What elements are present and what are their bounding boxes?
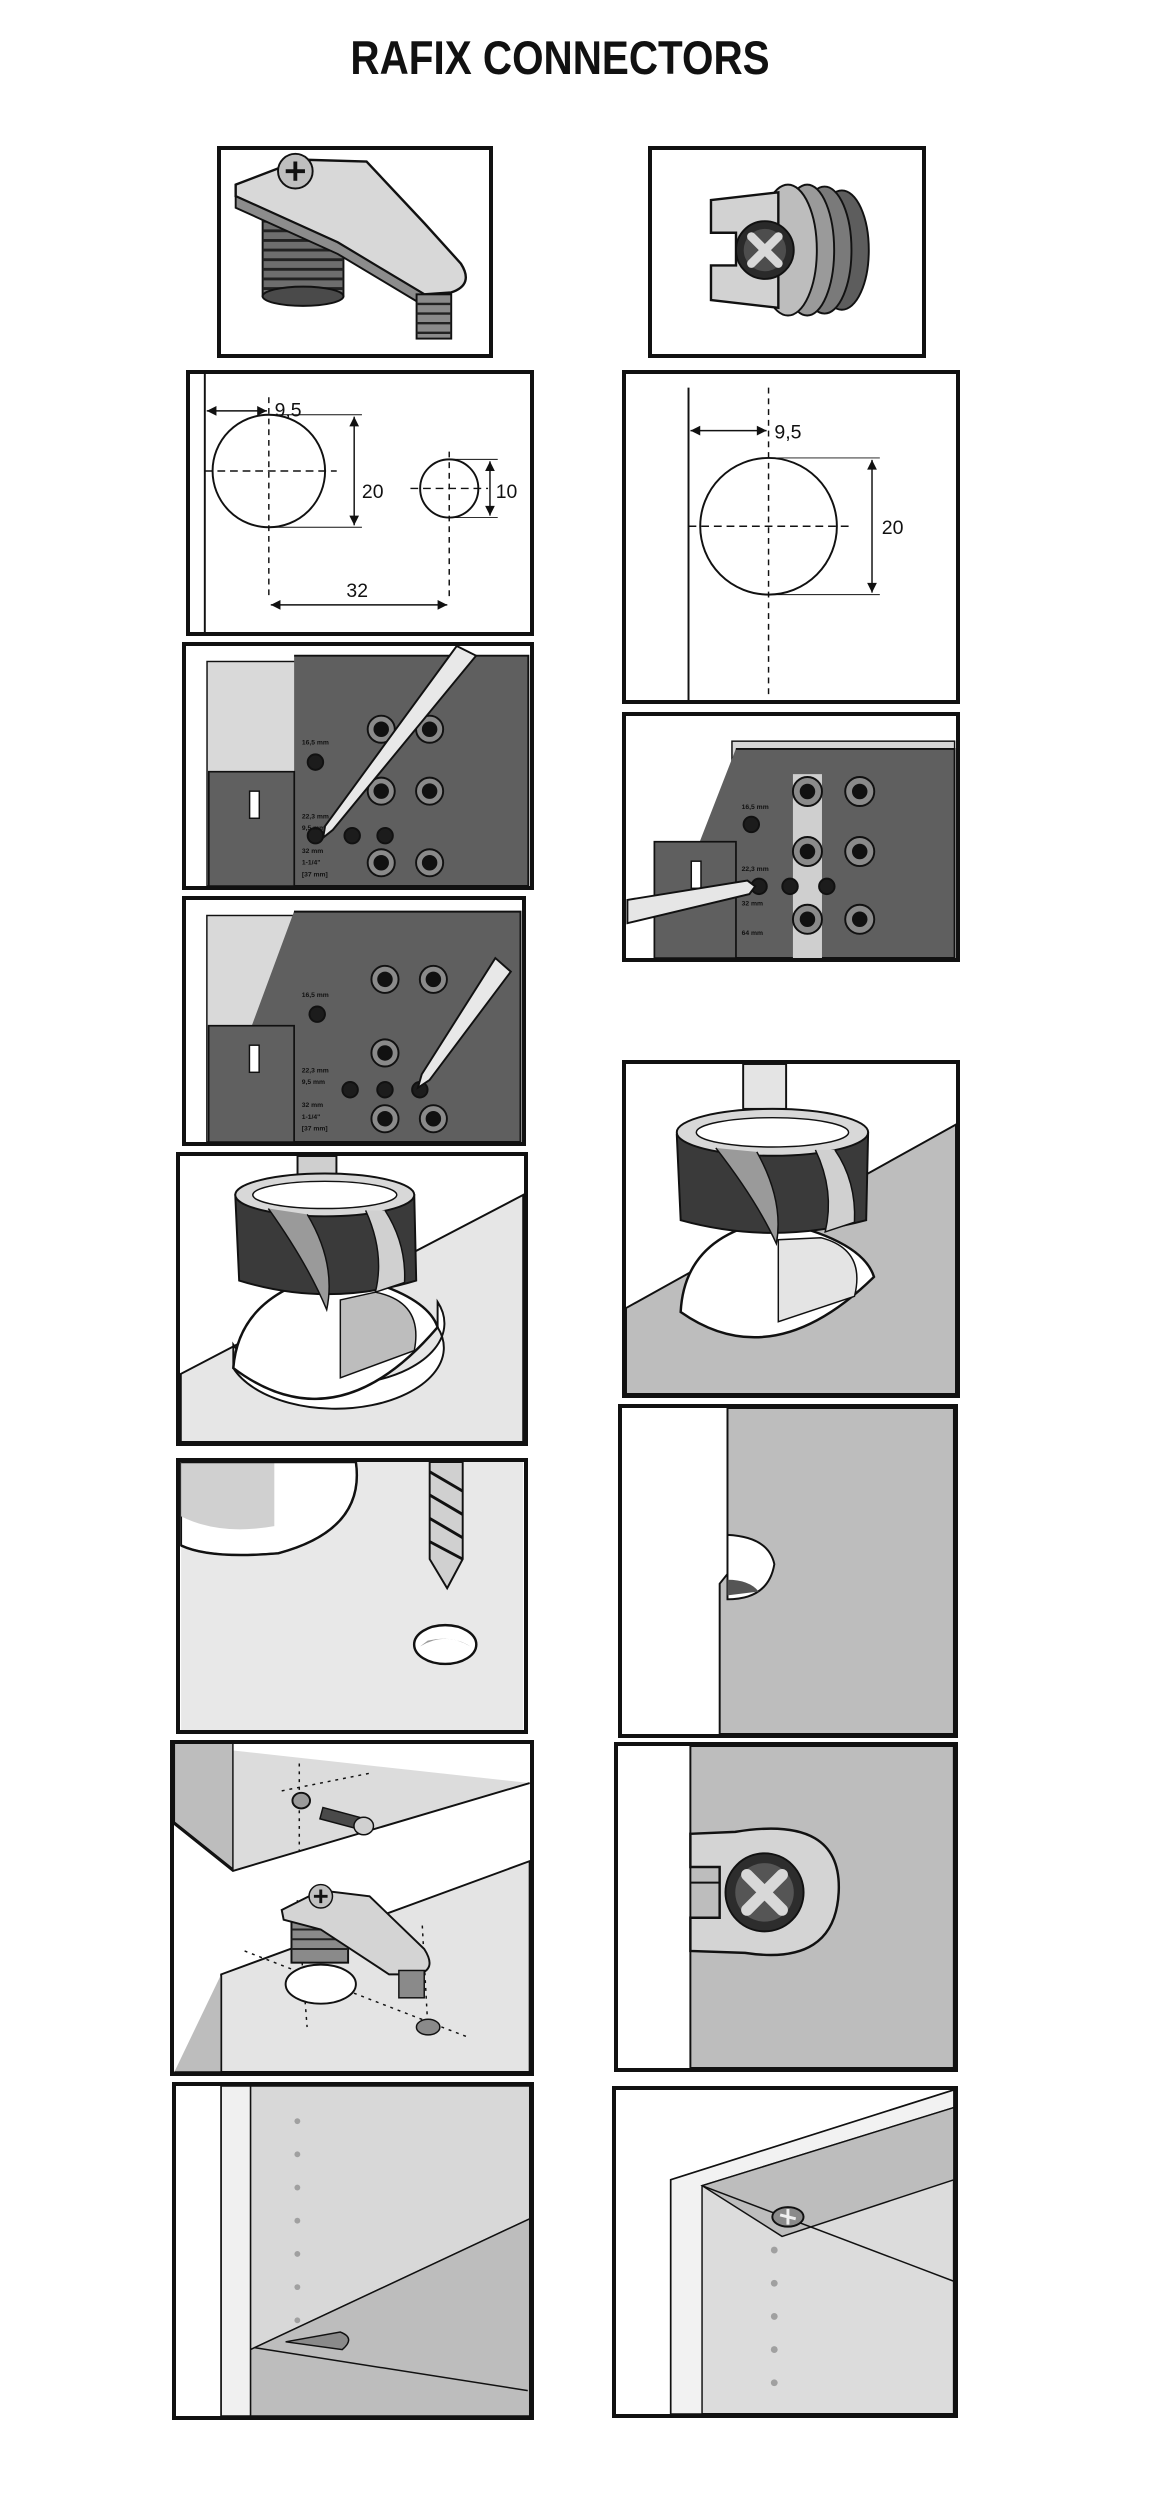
pencil-icon [321,646,478,840]
panel-forstner-drilling-right [622,1060,960,1398]
page-title: RAFIX CONNECTORS [350,31,770,84]
panel-jig-marking-left-1: 16,5 mm 22,3 mm 9,5 mm 32 mm 1-1/4" [37 … [182,642,534,890]
installed-connector-icon [285,2331,350,2351]
small-drilled-hole [412,1623,478,1666]
jig-label-g: 64 mm [742,930,763,937]
panel-jig-marking-left-2: 16,5 mm 22,3 mm 9,5 mm 32 mm 1-1/4" [37 … [182,896,526,1146]
panel-housing-hole-right [618,1404,958,1738]
big-hole-circle [211,413,327,529]
panel-left-dimension-diagram: 9,5 20 10 32 [186,370,534,636]
panel-housing-inserted-right [614,1742,958,2072]
jig-label-c: 9,5 mm [302,825,325,832]
forstner-bit-drilling-illustration [626,1064,956,1394]
jig-label-e: 1-1/4" [302,1114,321,1121]
pencil-icon [626,879,757,925]
jig-label-b: 22,3 mm [302,1067,329,1074]
jig-guide-holes [742,774,876,958]
jig-label-d: 32 mm [302,1102,323,1109]
jig-label-f: [37 mm] [302,1125,328,1132]
drilling-jig-illustration: 16,5 mm 22,3 mm 9,5 mm 32 mm 1-1/4" [37 … [206,910,522,1142]
forstner-bit-icon [234,1172,418,1313]
jig-label-d: 32 mm [302,848,323,855]
cross-drive-icon [741,1868,788,1916]
panel-connector-assembly-left [170,1740,534,2076]
rafix-housing-illustration [709,183,870,317]
jig-label-b: 22,3 mm [302,813,329,820]
drill-bit-drilling-illustration [180,1462,523,1730]
installed-shelf-illustration [176,2086,530,2416]
lower-board [220,1859,530,2072]
left-small-diameter-label: 10 [496,481,518,503]
left-hole-dimension-drawing: 9,5 20 10 32 [203,374,518,632]
drill-bit-icon [428,1462,464,1591]
jig-label-d: 32 mm [742,901,763,908]
panel-rafix-cam-product [217,146,493,358]
connector-insertion-illustration [174,1744,530,2072]
rafix-housing-icon [689,1827,840,1957]
housing-hole-edge-illustration [622,1408,954,1734]
panel-installed-shelf-left [172,2082,534,2420]
jig-label-a: 16,5 mm [302,740,329,747]
drilling-jig-illustration: 16,5 mm 22,3 mm 32 mm 64 mm [626,740,956,958]
panel-rafix-housing-product [648,146,926,358]
forstner-bit-drilling-illustration [180,1156,524,1442]
rafix-cam-connector-icon [280,1883,431,1999]
left-offset-label: 9,5 [275,400,302,422]
jig-label-a: 16,5 mm [742,804,769,811]
jig-label-f: [37 mm] [302,871,328,878]
right-diameter-label: 20 [882,517,904,539]
system-holes [770,2246,778,2387]
left-spacing-label: 32 [346,580,368,602]
screw-icon [319,1806,375,1836]
top-panel [700,2106,954,2238]
right-hole-dimension-drawing: 9,5 20 [687,387,904,700]
installed-shelf-illustration [616,2090,954,2414]
panel-installed-shelf-right [612,2086,958,2418]
cross-drive-icon [747,232,783,268]
rafix-cam-connector-illustration [234,152,468,340]
jig-label-a: 16,5 mm [302,992,329,999]
drilling-jig-illustration: 16,5 mm 22,3 mm 9,5 mm 32 mm 1-1/4" [37 … [187,646,530,886]
panel-forstner-drilling-left [176,1152,528,1446]
panel-dowel-drilling-left [176,1458,528,1734]
jig-label-c: 9,5 mm [302,1079,325,1086]
jig-label-e: 1-1/4" [302,860,321,867]
panel-right-dimension-diagram: 9,5 20 [622,370,960,704]
jig-guide-holes [308,964,448,1134]
right-offset-label: 9,5 [774,421,801,443]
panel-jig-marking-right-1: 16,5 mm 22,3 mm 32 mm 64 mm [622,712,960,962]
jig-label-b: 22,3 mm [742,866,769,873]
forstner-bit-icon [675,1107,870,1247]
housing-inserted-illustration [618,1746,954,2068]
left-big-diameter-label: 20 [362,481,384,503]
system-holes [294,2118,301,2324]
pencil-icon [416,956,513,1091]
jig-guide-holes [306,714,445,878]
